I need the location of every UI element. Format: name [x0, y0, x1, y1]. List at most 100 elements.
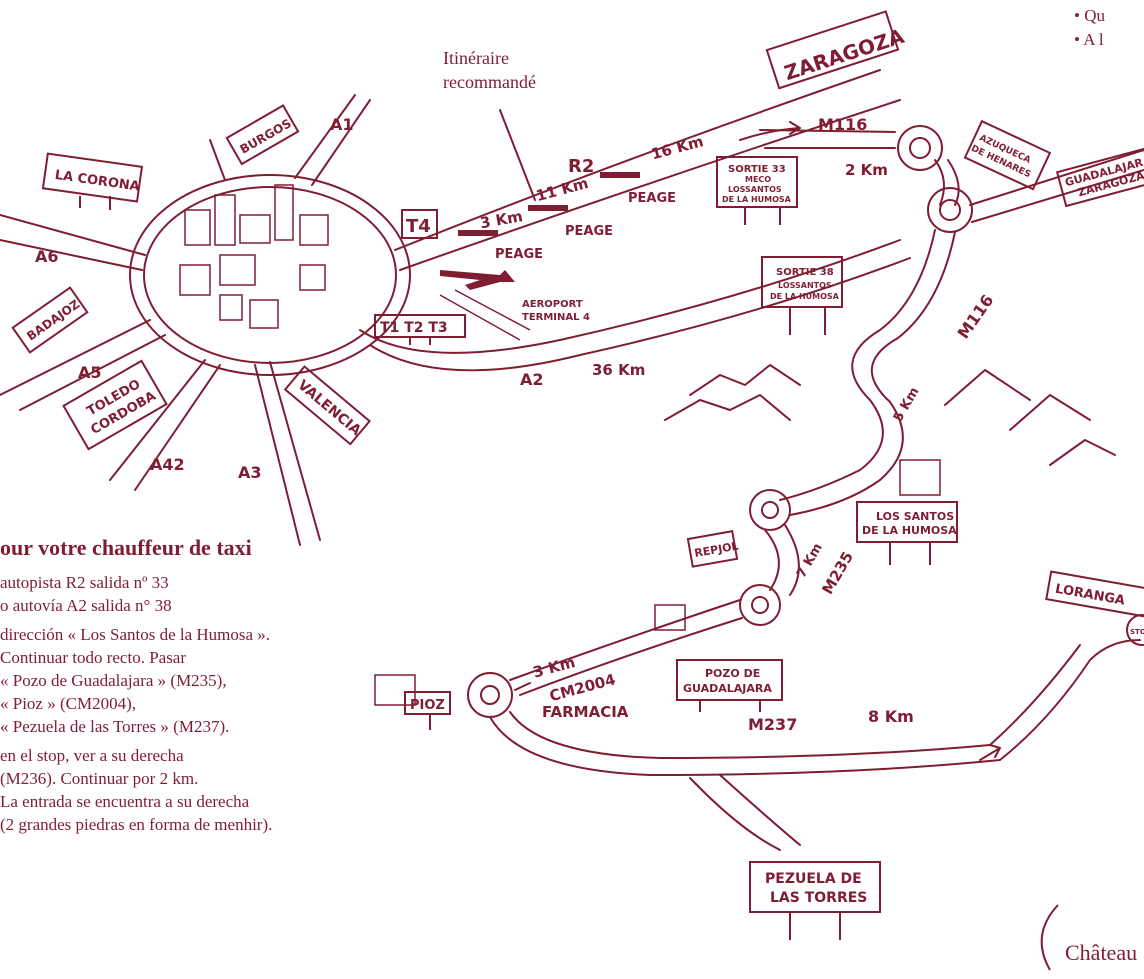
sign-t4: T4: [406, 216, 431, 237]
city-building: [219, 254, 256, 286]
sign-pozo-box: [676, 659, 783, 701]
sign-azuqueca-box: [963, 119, 1052, 191]
city-building: [214, 194, 236, 246]
label-m235: M235: [818, 548, 857, 597]
sign-pezuela-2: LAS TORRES: [770, 890, 867, 906]
direction-line: dirección « Los Santos de la Humosa ».: [0, 625, 271, 644]
runway: [439, 289, 531, 341]
sign-sortie33-1: SORTIE 33: [728, 164, 786, 175]
label-a6: A6: [35, 247, 59, 266]
direction-line: autopista R2 salida nº 33: [0, 573, 169, 592]
sign-sortie38-3: DE LA HUMOSA: [770, 292, 840, 301]
direction-line: « Pioz » (CM2004),: [0, 694, 136, 713]
sign-sortie33-2: MECO: [745, 175, 771, 184]
road-a3: [254, 361, 321, 546]
label-a2: A2: [520, 370, 544, 389]
toll-gate-2: [528, 205, 568, 211]
arrow-cm2004: [514, 682, 531, 691]
sign-repjol: REPJOL: [693, 539, 739, 560]
sign-t4-box: [401, 209, 438, 239]
village-pozo: [654, 604, 686, 631]
label-16km: 16 Km: [649, 132, 705, 163]
road-pezuela-branch: [689, 774, 801, 851]
mountains-right: [944, 369, 1116, 466]
arrow-r2-exit: [739, 121, 801, 141]
road-a5: [0, 319, 166, 411]
label-terminal4: TERMINAL 4: [522, 312, 590, 323]
city-building: [274, 184, 294, 241]
road-m116-winding: [779, 229, 956, 516]
logo-arc: [1040, 904, 1059, 971]
road-a1: [294, 94, 371, 186]
sign-toledo-box: [62, 359, 168, 451]
madrid-ring-road-inner: [143, 186, 397, 364]
sign-sortie33-4: DE LA HUMOSA: [722, 195, 792, 204]
stop-sign-icon: [1126, 614, 1144, 646]
sign-pezuela-box: [749, 861, 881, 913]
label-aeroport: AEROPORT: [522, 299, 583, 310]
direction-line: La entrada se encuentra a su derecha: [0, 792, 250, 811]
label-farmacia: FARMACIA: [542, 703, 629, 721]
itinerary-callout-line: [499, 109, 536, 201]
city-building: [299, 264, 326, 291]
road-cm2004: [509, 599, 743, 696]
sign-los-santos-1: LOS SANTOS: [876, 510, 954, 523]
sign-los-santos-box: [856, 501, 958, 543]
direction-line: en el stop, ver a su derecha: [0, 746, 184, 765]
label-itinerary-1: Itinéraire: [443, 48, 509, 68]
road-burgos: [209, 139, 226, 181]
sign-badajoz-box: [11, 286, 89, 354]
direction-line: o autovía A2 salida n° 38: [0, 596, 172, 615]
taxi-directions-title: our votre chauffeur de taxi: [0, 535, 252, 560]
sign-sortie38-2: LOSSANTOS: [778, 281, 832, 290]
mountains-left: [664, 364, 801, 421]
sign-la-corona: LA CORONA: [54, 168, 141, 195]
toll-gate-3: [600, 172, 640, 178]
road-a2: [359, 239, 911, 372]
sign-zaragoza-box: [765, 10, 900, 90]
sign-pozo-2: GUADALAJARA: [683, 682, 772, 695]
label-8km: 8 Km: [868, 707, 914, 726]
road-m116-south: [934, 159, 960, 206]
direction-line: Continuar todo recto. Pasar: [0, 648, 187, 667]
direction-line: (M236). Continuar por 2 km.: [0, 769, 199, 788]
sign-sortie38-1: SORTIE 38: [776, 267, 834, 278]
city-building: [184, 209, 211, 246]
sign-pozo-1: POZO DE: [705, 667, 760, 680]
road-a42: [109, 359, 221, 491]
label-a1: A1: [330, 115, 354, 134]
madrid-ring-road: [129, 174, 411, 376]
sign-loranga-box: [1045, 570, 1144, 618]
roundabout-north-inner: [909, 137, 931, 159]
sign-burgos-box: [225, 104, 300, 166]
corner-notes: • Qu • A l: [1074, 4, 1105, 52]
label-m116-side: M116: [954, 291, 998, 342]
sign-sortie33-box: [716, 156, 798, 208]
label-peage-3: PEAGE: [628, 191, 676, 206]
label-peage-1: PEAGE: [495, 247, 543, 262]
toll-gate-1: [458, 230, 498, 236]
road-guadalajara: [969, 149, 1144, 223]
direction-line: (2 grandes piedras en forma de menhir).: [0, 815, 273, 834]
sign-posts: [79, 196, 931, 940]
airplane-icon: [440, 270, 515, 290]
logo-text: Château: [1065, 940, 1137, 965]
label-5km: 5 Km: [891, 385, 923, 425]
city-building: [299, 214, 329, 246]
label-36km: 36 Km: [592, 361, 645, 379]
label-m116-top: M116: [818, 115, 867, 134]
sign-valencia-box: [283, 365, 371, 446]
roundabout-los-santos: [749, 489, 791, 531]
sign-pioz-box: [404, 691, 451, 715]
roundabout-pioz: [467, 672, 513, 718]
sign-lacorona-box: [41, 152, 144, 203]
label-r2: R2: [568, 156, 594, 177]
taxi-directions: our votre chauffeur de taxi autopista R2…: [0, 535, 420, 836]
label-peage-2: PEAGE: [565, 224, 613, 239]
road-m235: [764, 524, 800, 596]
village-pioz: [374, 674, 416, 706]
sign-pioz: PIOZ: [410, 698, 445, 713]
roundabout-pioz-inner: [480, 685, 500, 705]
roundabout-los-santos-inner: [761, 501, 779, 519]
sign-sortie38-box: [761, 256, 843, 308]
